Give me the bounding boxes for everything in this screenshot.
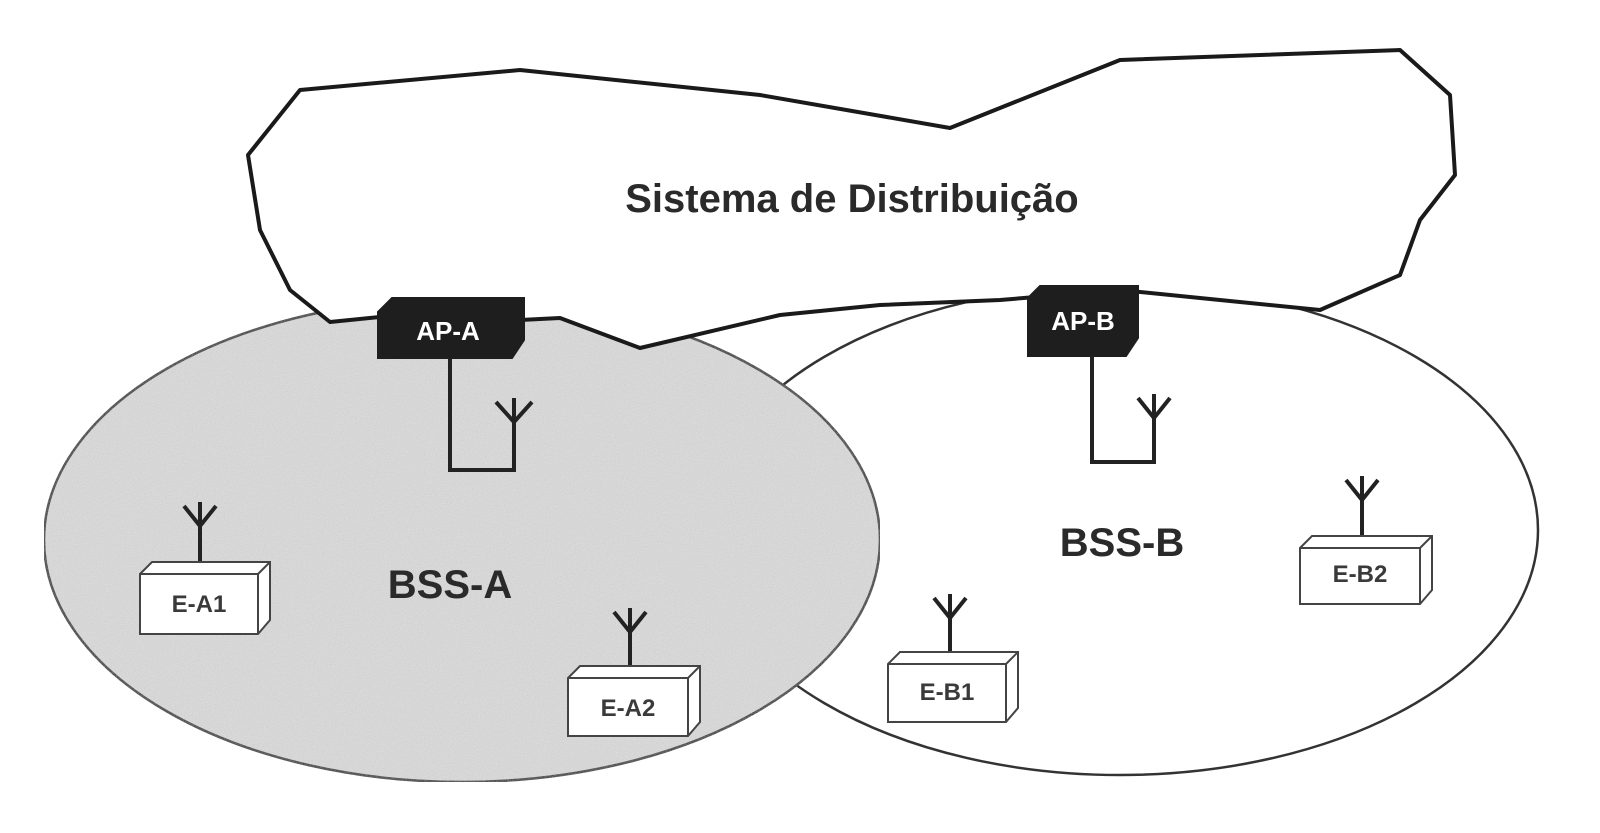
station-e-a2: E-A2: [567, 608, 701, 737]
ap-a-box: [377, 297, 525, 359]
ap-a-label: AP-A: [416, 316, 480, 346]
station-e-a1-antenna-icon: [182, 502, 218, 570]
station-e-b1-label: E-B1: [920, 679, 975, 706]
station-e-a1-label: E-A1: [172, 591, 227, 618]
station-e-a2-box: [567, 665, 701, 737]
bss-b-label: BSS-B: [1060, 521, 1184, 565]
station-e-a2-label: E-A2: [601, 695, 656, 722]
bss-a-area: [42, 296, 882, 784]
station-e-b1-box: [887, 651, 1019, 723]
station-e-a2-antenna-icon: [612, 608, 648, 674]
station-e-a1: E-A1: [139, 502, 271, 635]
ap-b-label: AP-B: [1051, 306, 1115, 336]
station-e-b2-box: [1299, 535, 1433, 605]
ap-b-antenna-icon: [1136, 394, 1172, 444]
station-e-b1-antenna-icon: [932, 594, 968, 660]
ap-a-antenna-icon: [494, 398, 534, 446]
station-e-b2: E-B2: [1299, 476, 1433, 605]
bss-a-label: BSS-A: [388, 563, 512, 607]
station-e-a1-box: [139, 561, 271, 635]
station-e-b2-antenna-icon: [1344, 476, 1380, 544]
access-point-a: AP-A: [377, 297, 534, 472]
station-e-b2-label: E-B2: [1333, 561, 1388, 588]
station-e-b1: E-B1: [887, 594, 1019, 723]
distribution-system-label: Sistema de Distribuição: [625, 177, 1078, 221]
ap-b-box: [1027, 285, 1139, 357]
access-point-b: AP-B: [1027, 285, 1172, 464]
